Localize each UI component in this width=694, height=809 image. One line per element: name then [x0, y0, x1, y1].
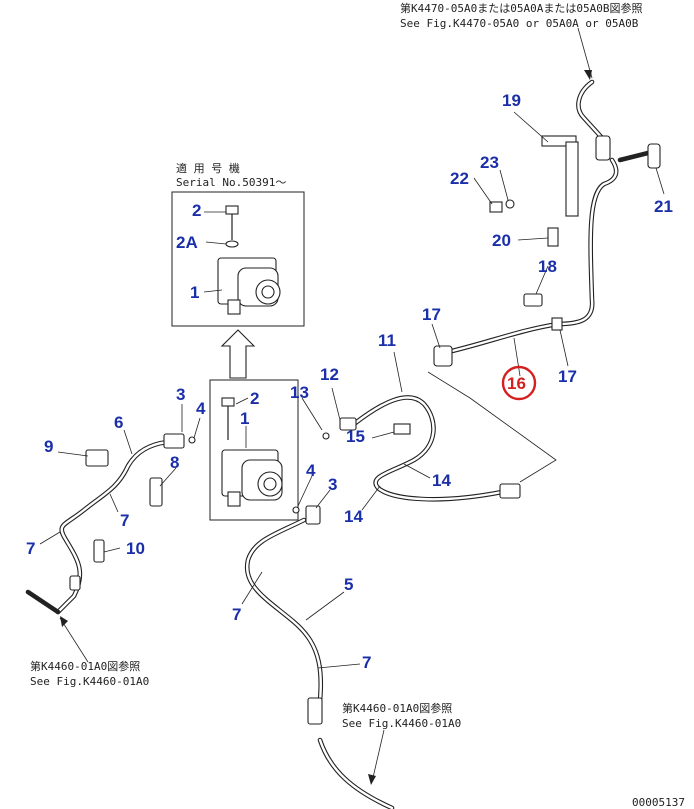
callout-1-inset: 1	[190, 283, 199, 302]
hose-6	[25, 439, 171, 615]
callout-12: 12	[320, 365, 339, 384]
callout-2-inset: 2	[192, 201, 201, 220]
ref-arrowhead-bottom	[368, 774, 376, 785]
callout-1-main: 1	[240, 409, 249, 428]
callout-10: 10	[126, 539, 145, 558]
hose-5	[244, 517, 395, 809]
hose-11	[339, 395, 521, 502]
callout-14-b: 14	[344, 507, 363, 526]
callout-15: 15	[346, 427, 365, 446]
bracket-lines	[427, 371, 557, 483]
callout-17-a: 17	[422, 305, 441, 324]
callout-20: 20	[492, 231, 511, 250]
ref-arrow-left	[59, 617, 89, 663]
callout-11: 11	[378, 331, 396, 350]
ref-note-bottom-jp: 第K4460-01A0図参照	[342, 701, 452, 715]
callout-8: 8	[170, 453, 179, 472]
callout-16-highlight[interactable]: 16	[507, 374, 526, 393]
valve-assembly-inset	[217, 205, 281, 315]
leader-lines	[39, 111, 665, 669]
callout-19: 19	[502, 91, 521, 110]
hose-top-right	[445, 79, 655, 355]
callout-21: 21	[654, 197, 673, 216]
serial-inset-box	[171, 191, 305, 327]
callout-18: 18	[538, 257, 557, 276]
serial-label-en: Serial No.50391～	[176, 176, 286, 189]
callout-numbers: 2 2A 1 2 1 3 4 6 9 8 7 7 10 13 12 4 3 11…	[26, 91, 673, 672]
callout-7-a: 7	[120, 511, 129, 530]
callout-2-main: 2	[250, 389, 259, 408]
callout-4-right: 4	[306, 461, 316, 480]
callout-7-b: 7	[26, 539, 35, 558]
drawing-number: 00005137	[632, 796, 685, 809]
callout-14-a: 14	[432, 471, 451, 490]
callout-6: 6	[114, 413, 123, 432]
callout-3-left: 3	[176, 385, 185, 404]
ref-note-left-en: See Fig.K4460-01A0	[30, 675, 149, 688]
ref-note-left-jp: 第K4460-01A0図参照	[30, 659, 140, 673]
callout-5: 5	[344, 575, 353, 594]
ref-note-top-en: See Fig.K4470-05A0 or 05A0A or 05A0B	[400, 17, 639, 30]
ref-arrow-top	[577, 27, 593, 79]
up-arrow	[220, 329, 256, 379]
callout-22: 22	[450, 169, 469, 188]
callout-7-c: 7	[232, 605, 241, 624]
callout-17-b: 17	[558, 367, 577, 386]
ref-arrow-bottom	[371, 729, 385, 783]
callout-23: 23	[480, 153, 499, 172]
callout-13: 13	[290, 383, 309, 402]
callout-7-d: 7	[362, 653, 371, 672]
serial-label-jp: 適 用 号 機	[176, 161, 240, 175]
callout-4-left: 4	[196, 399, 206, 418]
ref-arrowhead-top	[584, 70, 592, 80]
highlight-ring-16[interactable]	[501, 365, 537, 401]
main-valve-box	[209, 379, 299, 521]
ref-arrowhead-left	[60, 616, 68, 627]
fittings	[69, 135, 661, 725]
ref-note-bottom-en: See Fig.K4460-01A0	[342, 717, 461, 730]
callout-3-right: 3	[328, 475, 337, 494]
callout-2a-inset: 2A	[176, 233, 198, 252]
callout-9: 9	[44, 437, 53, 456]
valve-assembly-main	[221, 397, 283, 507]
ref-note-top-jp: 第K4470-05A0または05A0Aまたは05A0B図参照	[400, 1, 642, 15]
